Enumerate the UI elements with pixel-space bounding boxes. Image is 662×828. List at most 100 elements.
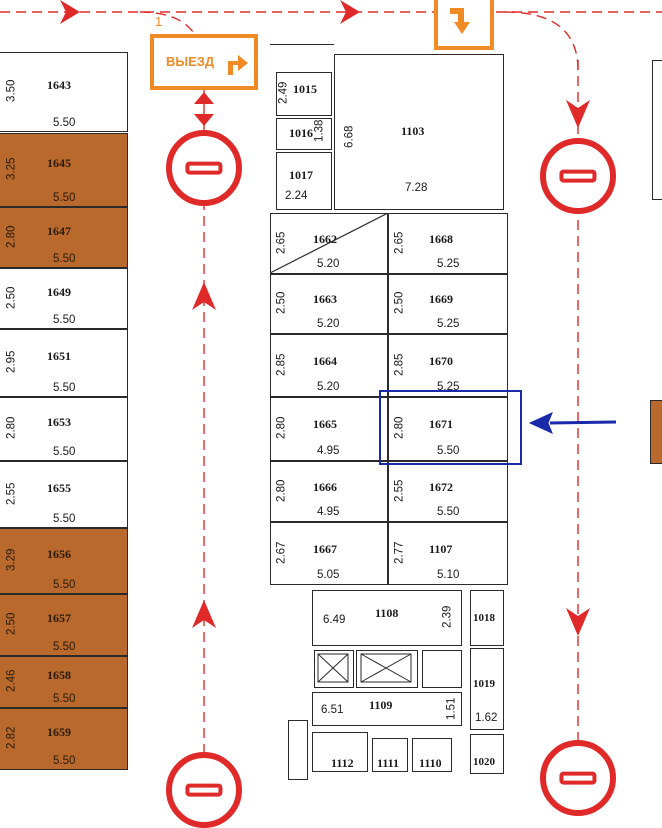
spot-length: 5.50 xyxy=(53,641,76,653)
room-number: 1112 xyxy=(331,756,354,770)
shaft xyxy=(422,650,462,688)
arrow-right-icon xyxy=(60,0,80,24)
wall-corner xyxy=(270,44,334,51)
spot-width: 2.67 xyxy=(275,541,288,564)
spot-number: 1656 xyxy=(47,547,71,561)
room-dimension: 2.24 xyxy=(285,190,308,202)
room-1103[interactable]: 1103 6.68 7.28 xyxy=(334,54,504,210)
spot-1653[interactable]: 1653 2.80 5.50 xyxy=(0,397,128,461)
room-1111[interactable]: 1111 xyxy=(372,738,408,772)
spot-length: 5.50 xyxy=(53,755,76,767)
spot-edge-right-top[interactable] xyxy=(652,60,662,200)
spot-length: 5.50 xyxy=(53,253,76,265)
spot-1659[interactable]: 1659 2.82 5.50 xyxy=(0,708,128,770)
spot-width: 2.80 xyxy=(5,225,18,248)
spot-width: 2.55 xyxy=(393,479,406,502)
spot-width: 2.80 xyxy=(5,416,18,439)
spot-width: 2.50 xyxy=(393,291,406,314)
room-dimension: 1.38 xyxy=(313,119,326,142)
no-entry-sign-icon xyxy=(540,740,616,816)
turn-right-icon xyxy=(228,55,248,75)
room-number: 1018 xyxy=(473,612,495,624)
spot-length: 5.50 xyxy=(53,579,76,591)
spot-width: 2.85 xyxy=(275,353,288,376)
room-1110[interactable]: 1110 xyxy=(412,738,452,772)
spot-length: 5.05 xyxy=(317,569,340,581)
room-dimension: 2.49 xyxy=(277,81,290,104)
spot-number: 1653 xyxy=(47,415,71,429)
elevator-1 xyxy=(314,650,354,688)
room-number: 1110 xyxy=(419,756,442,770)
spot-number: 1651 xyxy=(47,349,71,363)
room-1019[interactable]: 1019 1.62 xyxy=(470,648,504,730)
arrow-up-icon xyxy=(192,600,216,628)
exit-sign: ВЫЕЗД xyxy=(150,34,258,90)
spot-width: 2.46 xyxy=(5,669,18,692)
spot-length: 5.50 xyxy=(53,192,76,204)
spot-width: 3.25 xyxy=(5,157,18,180)
highlighted-spot-1671[interactable] xyxy=(379,390,522,465)
room-1020[interactable]: 1020 xyxy=(470,734,504,774)
room-dimension: 6.51 xyxy=(321,704,344,716)
room-1018[interactable]: 1018 xyxy=(470,590,504,646)
spot-length: 5.50 xyxy=(53,446,76,458)
elevator-icon xyxy=(317,653,349,683)
spot-width: 2.65 xyxy=(393,231,406,254)
spot-1672[interactable]: 1672 2.55 5.50 xyxy=(388,461,508,522)
spot-number: 1663 xyxy=(313,292,337,306)
room-1108[interactable]: 1108 6.49 2.39 xyxy=(312,590,462,646)
no-entry-sign-icon xyxy=(540,138,616,214)
spot-width: 2.50 xyxy=(5,612,18,635)
spot-number: 1672 xyxy=(429,479,453,494)
turn-down-icon xyxy=(450,8,470,34)
no-entry-sign-icon xyxy=(166,752,242,828)
spot-edge-right[interactable] xyxy=(650,400,662,464)
exit-sign-label: ВЫЕЗД xyxy=(166,54,215,69)
spot-number: 1658 xyxy=(47,668,71,682)
room-dimension: 1.51 xyxy=(445,697,458,720)
spot-length: 5.50 xyxy=(437,445,460,457)
spot-width: 2.55 xyxy=(5,482,18,505)
spot-length: 5.50 xyxy=(437,506,460,518)
spot-number: 1668 xyxy=(429,231,453,246)
spot-number: 1107 xyxy=(429,541,453,556)
room-number: 1109 xyxy=(369,698,393,712)
spot-number: 1666 xyxy=(313,479,337,494)
spot-number: 1659 xyxy=(47,725,71,739)
arrow-right-icon xyxy=(340,0,360,24)
exit-sign-number: 1 xyxy=(155,14,163,29)
spot-length: 5.50 xyxy=(53,117,76,129)
room-1016[interactable]: 1016 1.38 xyxy=(276,118,332,150)
room-1015[interactable]: 1015 2.49 xyxy=(276,72,332,116)
room-1112[interactable]: 1112 xyxy=(312,732,368,772)
room-number: 1103 xyxy=(401,124,425,138)
room-1017[interactable]: 1017 2.24 xyxy=(276,152,332,210)
spot-width: 2.50 xyxy=(275,291,288,314)
room-number: 1019 xyxy=(473,678,495,690)
room-dimension: 7.28 xyxy=(405,182,428,194)
spot-width: 2.82 xyxy=(5,726,18,749)
spot-length: 4.95 xyxy=(317,506,340,518)
room-1109[interactable]: 1109 6.51 1.51 xyxy=(312,692,462,726)
arrow-up-icon xyxy=(192,282,216,310)
spot-width: 2.95 xyxy=(5,350,18,373)
